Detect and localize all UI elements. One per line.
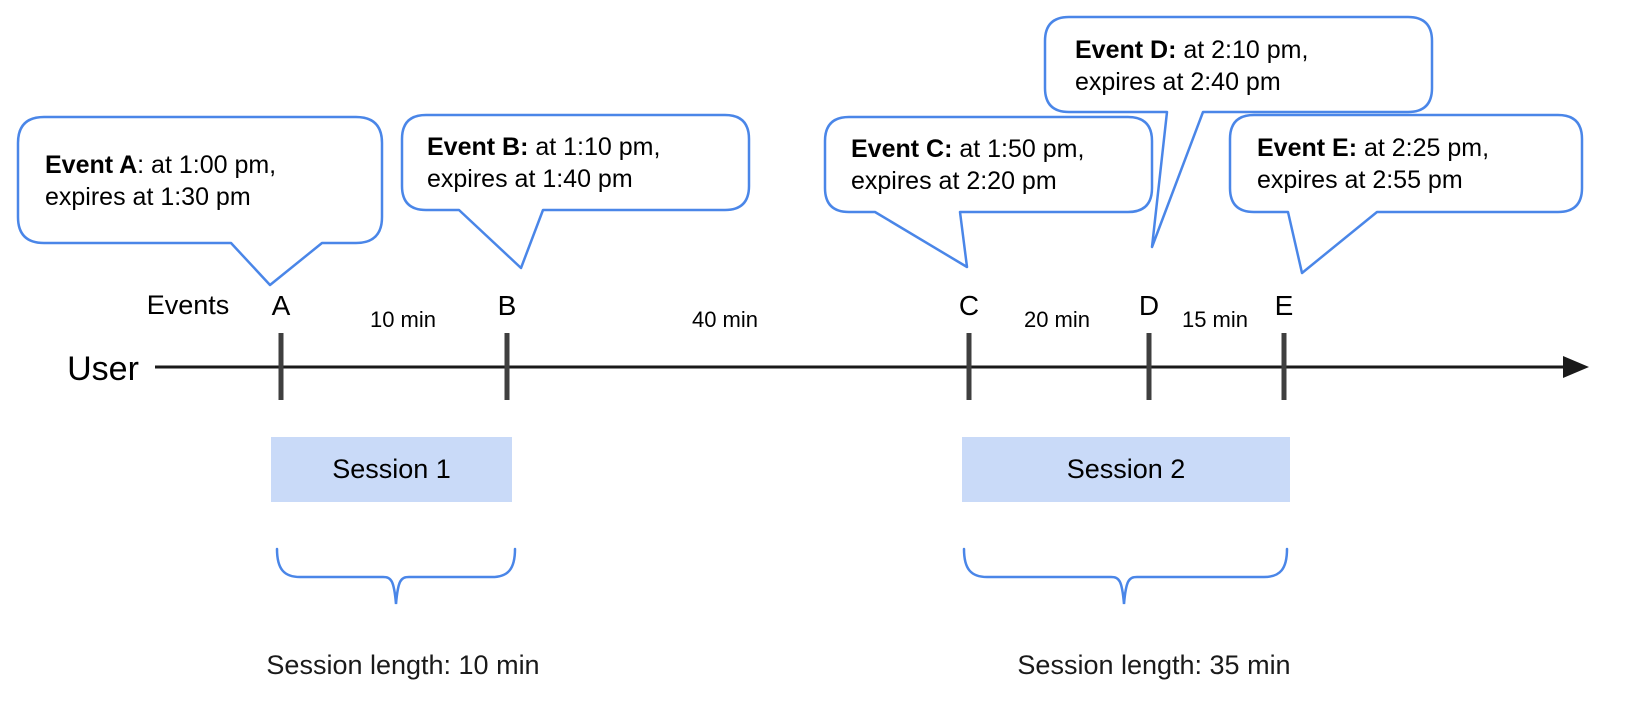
brace-session-2 (962, 547, 1289, 605)
user-axis-label: User (67, 350, 139, 388)
callout-line-2: expires at 1:30 pm (45, 183, 251, 211)
event-letter-b: B (497, 290, 517, 321)
callout-line-1: Event D: at 2:10 pm, (1075, 34, 1308, 66)
callout-text-event-a: Event A: at 1:00 pm, expires at 1:30 pm (45, 149, 276, 213)
callout-text-event-d: Event D: at 2:10 pm, expires at 2:40 pm (1075, 34, 1308, 98)
callout-event-time: at 2:10 pm, (1176, 36, 1309, 64)
callout-bubble-event-d (1043, 15, 1434, 249)
event-letter-e: E (1274, 290, 1294, 321)
callout-bubble-event-c (823, 115, 1154, 269)
callout-event-time: : at 1:00 pm, (137, 151, 277, 179)
session-2-box: Session 2 (962, 437, 1290, 502)
event-letter-c: C (958, 290, 980, 321)
timeline-arrowhead-icon (1563, 356, 1589, 378)
callout-line-1: Event C: at 1:50 pm, (851, 133, 1084, 165)
callout-event-name: Event E: (1257, 134, 1358, 162)
callout-event-time: at 1:10 pm, (528, 133, 661, 161)
callout-text-event-e: Event E: at 2:25 pm, expires at 2:55 pm (1257, 132, 1489, 196)
callout-bubble-event-e (1228, 113, 1584, 275)
session-1-length-caption: Session length: 10 min (266, 650, 540, 680)
callout-line-1: Event A: at 1:00 pm, (45, 149, 276, 181)
callout-text-event-c: Event C: at 1:50 pm, expires at 2:20 pm (851, 133, 1084, 197)
interval-label-b-c: 40 min (691, 307, 759, 332)
session-1-box: Session 1 (271, 437, 512, 502)
callout-bubble-event-a (16, 115, 384, 287)
callout-line-1: Event E: at 2:25 pm, (1257, 132, 1489, 164)
session-2-label: Session 2 (1066, 454, 1186, 484)
callout-line-2: expires at 2:40 pm (1075, 68, 1281, 96)
callout-event-name: Event B: (427, 133, 529, 161)
callout-event-name: Event D: (1075, 36, 1177, 64)
interval-label-d-e: 15 min (1181, 307, 1249, 332)
callout-line-1: Event B: at 1:10 pm, (427, 131, 660, 163)
callout-event-name: Event C: (851, 135, 953, 163)
callout-event-time: at 1:50 pm, (952, 135, 1085, 163)
callout-text-event-b: Event B: at 1:10 pm, expires at 1:40 pm (427, 131, 660, 195)
session-2-length-caption: Session length: 35 min (1017, 650, 1291, 680)
interval-label-a-b: 10 min (369, 307, 437, 332)
callout-event-time: at 2:25 pm, (1357, 134, 1490, 162)
callout-line-2: expires at 2:20 pm (851, 167, 1057, 195)
interval-label-c-d: 20 min (1023, 307, 1091, 332)
session-1-label: Session 1 (332, 454, 451, 484)
event-letter-a: A (271, 290, 291, 321)
event-letter-d: D (1138, 290, 1160, 321)
callout-event-name: Event A (45, 151, 138, 179)
events-row-label: Events (146, 290, 230, 320)
callout-bubble-event-b (400, 113, 751, 270)
brace-session-1 (275, 547, 517, 605)
callout-line-2: expires at 2:55 pm (1257, 166, 1463, 194)
callout-line-2: expires at 1:40 pm (427, 165, 633, 193)
